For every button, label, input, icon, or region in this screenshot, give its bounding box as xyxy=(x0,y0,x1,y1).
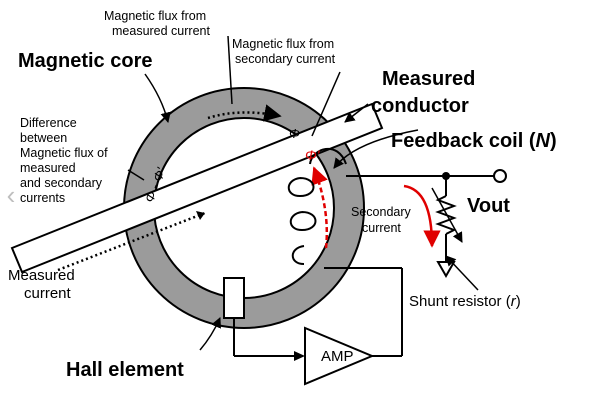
secondary-current-arrow xyxy=(403,184,441,248)
secondary-current-label-line2: current xyxy=(362,221,401,235)
feedback-coil-label: Feedback coil (N) xyxy=(391,130,557,152)
hall-element-label: Hall element xyxy=(66,359,184,381)
measured-flux-arrow xyxy=(207,104,282,122)
amp-triangle xyxy=(304,326,375,386)
difference-label-line5: and secondary xyxy=(20,176,103,190)
measured-current-arrow xyxy=(196,211,205,220)
vout-terminal xyxy=(493,169,507,183)
measured-conductor-label-line1: Measured xyxy=(382,68,475,90)
junction-dot xyxy=(442,172,450,180)
shunt-resistor-label: Shunt resistor (r) xyxy=(409,293,521,310)
amp-label: AMP xyxy=(321,348,354,365)
flux-secondary-label-line1: Magnetic flux from xyxy=(232,37,334,51)
difference-label-line3: Magnetic flux of xyxy=(20,146,108,160)
difference-label-line6: currents xyxy=(20,191,65,205)
flux-secondary-label-line2: secondary current xyxy=(235,52,336,66)
phi-prime-symbol: Φ' xyxy=(305,147,321,163)
magnetic-core-label: Magnetic core xyxy=(18,50,152,72)
ground-symbol xyxy=(436,261,456,279)
circuit-wiring xyxy=(233,175,494,357)
secondary-flux-arrow xyxy=(311,166,329,249)
hall-element xyxy=(223,277,245,319)
difference-label-line1: Difference xyxy=(20,116,77,130)
difference-label-line2: between xyxy=(20,131,67,145)
secondary-current-label-line1: Secondary xyxy=(351,205,412,219)
flux-measured-label-line1: Magnetic flux from xyxy=(104,9,206,23)
carousel-prev-icon[interactable]: ‹ xyxy=(6,180,16,210)
phi-symbol: Φ xyxy=(289,126,300,141)
flux-measured-label-line2: measured current xyxy=(112,24,210,38)
difference-label-line4: measured xyxy=(20,161,76,175)
measured-conductor-label-line2: conductor xyxy=(371,95,469,117)
measured-conductor xyxy=(10,102,384,274)
leader-lines xyxy=(127,35,479,351)
vout-label: Vout xyxy=(467,195,510,217)
resistor-arrow xyxy=(431,187,463,243)
measured-current-label-line2: current xyxy=(24,285,72,302)
amp-input-arrow xyxy=(294,351,305,361)
measured-current-label-line1: Measured xyxy=(8,267,75,284)
